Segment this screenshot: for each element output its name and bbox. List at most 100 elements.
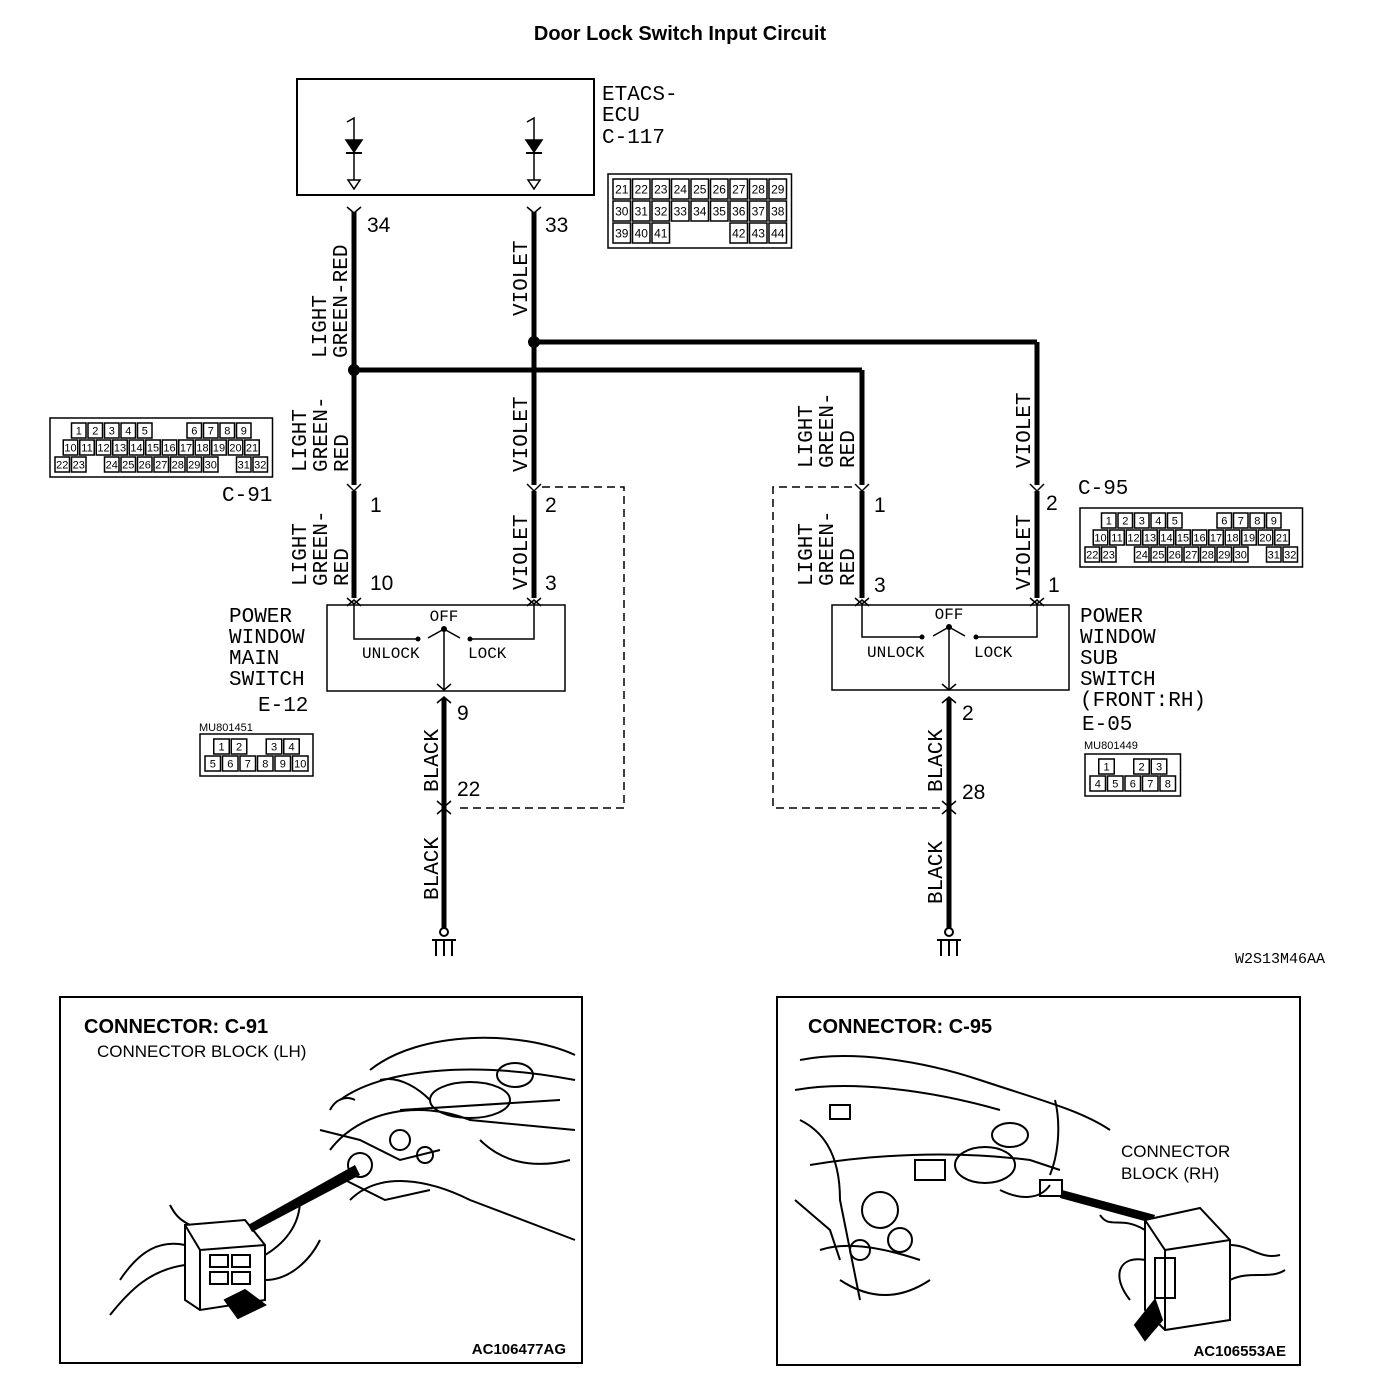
e05-pin-number: 2 [1138, 761, 1144, 773]
panel-c91-connector-illustration [109, 1199, 321, 1320]
c117-pin-cell [670, 178, 690, 200]
panel-c95 [776, 996, 1301, 1366]
c91-pin-number: 2 [92, 425, 98, 437]
c117-pin-number: 36 [732, 204, 746, 218]
e05-pin-cell [1098, 758, 1115, 775]
main-switch-pivot [441, 626, 447, 632]
main-switch-contacts [353, 605, 535, 690]
c95-pin-number: 2 [1122, 515, 1128, 527]
c117-pin-number: 31 [635, 204, 649, 218]
ecu-name-line2: ECU [602, 105, 640, 128]
c91-pin-cell [252, 456, 269, 473]
svg-text:LIGHT: LIGHT [796, 405, 819, 468]
wire-label-violet-upper: VIOLET [511, 240, 534, 316]
ecu-box [296, 78, 595, 196]
c95-pin-cell [1257, 529, 1274, 546]
c95-pin-cell [1142, 529, 1158, 546]
c95-pin-cell [1092, 529, 1109, 546]
wire-light-green-red [351, 212, 865, 485]
c91-pin-number: 13 [114, 442, 126, 454]
c95-pin-cell [1125, 529, 1142, 546]
e12-pin-number: 8 [262, 758, 268, 770]
svg-text:WINDOW: WINDOW [1080, 627, 1156, 650]
e05-outline [1084, 753, 1182, 797]
c117-pin-number: 41 [654, 226, 668, 240]
sub-switch-lock-contact [973, 634, 979, 640]
c91-pin-number: 6 [191, 425, 197, 437]
wire-label-lgr-low-right: LIGHT GREEN- RED [796, 510, 861, 586]
c117-pin-cell [709, 178, 729, 200]
panel-c95-callout-line1: CONNECTOR [1121, 1142, 1230, 1161]
wire-violet [531, 212, 1040, 485]
c117-pin-number: 43 [752, 226, 766, 240]
c117-pin-cell [748, 222, 768, 244]
panel-c91-heading: CONNECTOR: C-91 [84, 1016, 268, 1038]
c117-pin-number: 35 [713, 204, 727, 218]
c95-pin-cell [1265, 546, 1282, 563]
c95-pin-number: 24 [1136, 549, 1148, 561]
e05-pin-cell [1124, 775, 1142, 792]
c95-pin-cell [1175, 529, 1191, 546]
c117-pin-number: 23 [654, 182, 668, 196]
c91-pin-cell [79, 439, 95, 456]
c117-pin-number: 44 [771, 226, 785, 240]
svg-text:MAIN: MAIN [229, 648, 279, 671]
c117-pin-number: 39 [615, 226, 629, 240]
panel-c95-dashboard-illustration [794, 1055, 1111, 1301]
c117-pin-cell [631, 222, 651, 244]
sub-switch-pin-1: 1 [1048, 574, 1060, 597]
e12-pin-number: 2 [236, 741, 242, 753]
c95-pin-number: 6 [1221, 515, 1227, 527]
main-switch-part-no: MU801451 [199, 722, 253, 734]
c117-pin-cell [612, 222, 632, 244]
main-switch-pin-9: 9 [457, 702, 469, 725]
c117-pin-number: 34 [693, 204, 707, 218]
e12-pin-number: 7 [245, 758, 251, 770]
c95-pin-cell [1117, 512, 1134, 529]
c117-pin-cell [631, 178, 651, 200]
c95-pin-cell [1133, 512, 1150, 529]
e12-pin-number: 9 [280, 758, 286, 770]
c91-pin-number: 21 [246, 442, 258, 454]
ecu-diode-left [344, 116, 364, 191]
svg-text:GREEN-: GREEN- [311, 510, 334, 586]
c91-pin-cell [70, 422, 87, 439]
wire-label-lgr-upper: LIGHT GREEN-RED [310, 245, 354, 358]
sub-switch-output-chevrons [941, 683, 957, 704]
c117-pin-cell [748, 178, 768, 200]
c95-pin-number: 7 [1238, 515, 1244, 527]
e12-pin-number: 10 [294, 758, 306, 770]
splice-violet [528, 336, 540, 348]
c91-pin-number: 8 [224, 425, 230, 437]
sub-switch-input-chevrons [854, 597, 1045, 607]
sub-switch-pin-2: 2 [962, 702, 974, 725]
c91-outline [49, 417, 274, 478]
svg-text:LIGHT: LIGHT [796, 523, 819, 586]
e05-pin-number: 6 [1130, 778, 1136, 790]
c91-pin-cell [219, 422, 236, 439]
c117-pin-number: 25 [693, 182, 707, 196]
c117-pin-cell [729, 222, 749, 244]
c91-pin-2: 2 [545, 494, 557, 517]
e05-pin-number: 4 [1095, 778, 1101, 790]
c91-pin-number: 32 [254, 459, 266, 471]
e12-pin-number: 3 [271, 741, 277, 753]
main-switch-unlock-label: UNLOCK [362, 645, 420, 663]
c91-pin-cell [95, 439, 112, 456]
c91-pin-number: 1 [76, 425, 82, 437]
c91-junction-chevrons [346, 483, 542, 493]
c91-pin-number: 5 [142, 425, 148, 437]
joint-28-chevrons [941, 800, 957, 815]
c95-pin-number: 12 [1127, 532, 1139, 544]
wire-label-lgr-low-left: LIGHT GREEN- RED [290, 510, 355, 586]
svg-text:POWER: POWER [1080, 606, 1143, 629]
c117-pin-number: 22 [635, 182, 649, 196]
e12-pin-cell [256, 755, 274, 772]
e12-pin-cell [265, 738, 283, 755]
c91-pin-number: 11 [81, 442, 92, 454]
e12-pin-cell [213, 738, 230, 755]
svg-text:VIOLET: VIOLET [1014, 514, 1037, 590]
c95-pin-number: 27 [1185, 549, 1197, 561]
